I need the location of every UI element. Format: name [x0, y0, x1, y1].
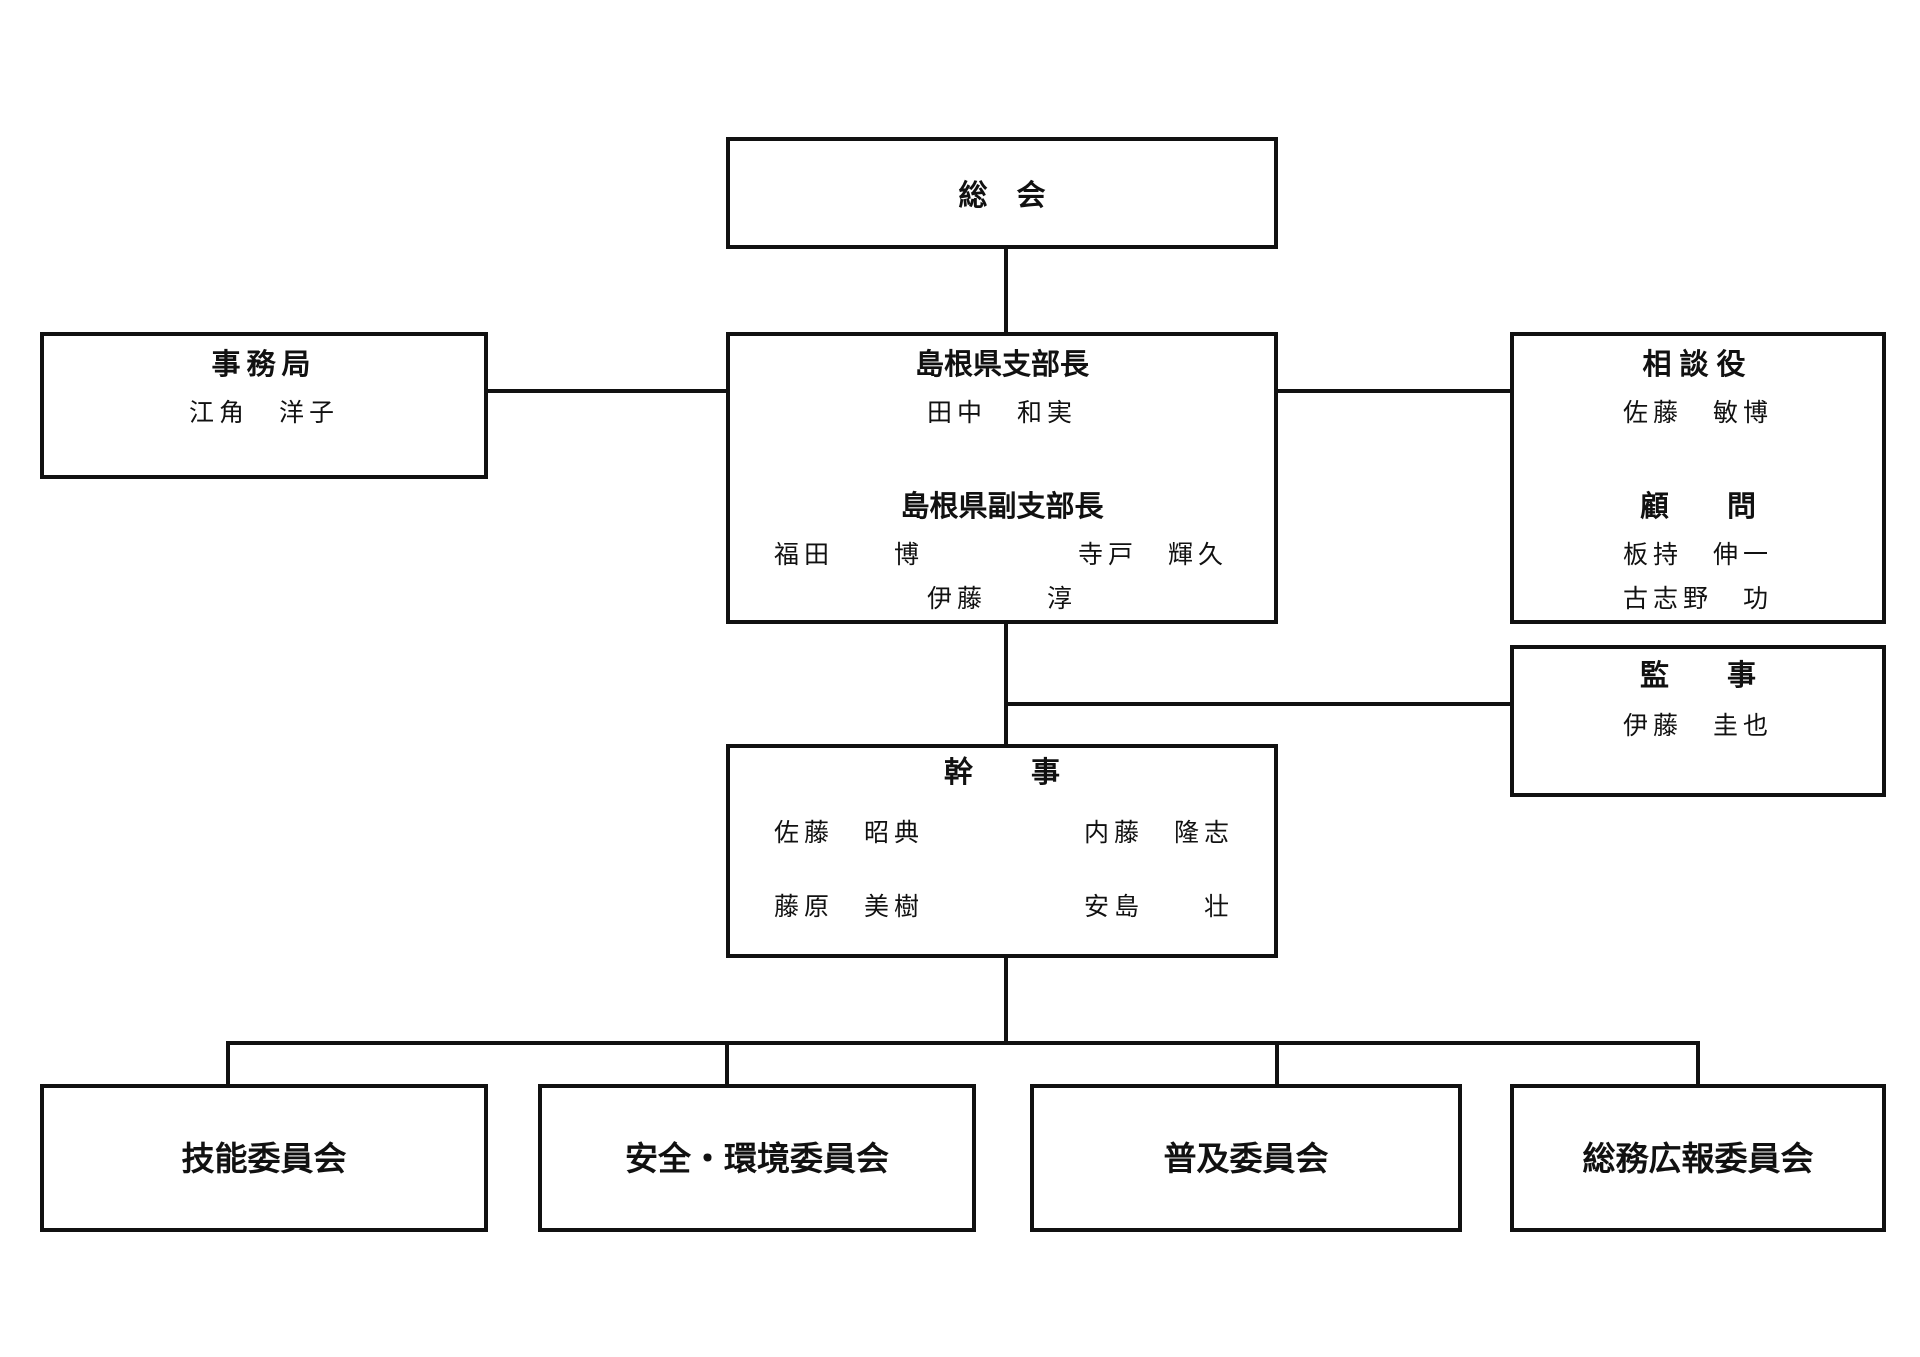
counselor-title: 相談役	[1642, 347, 1754, 381]
connector-assembly-to-chief	[1004, 248, 1008, 336]
vice-branch-chief-title: 島根県副支部長	[900, 489, 1104, 523]
committee-label-skills: 技能委員会	[181, 1139, 347, 1178]
connector-chief-to-directors	[1004, 623, 1008, 748]
connector-committee-3	[1275, 1041, 1279, 1086]
secretariat-name: 江角 洋子	[188, 398, 339, 427]
directors-box: 幹 事 佐藤 昭典 内藤 隆志 藤原 美樹 安島 壮	[726, 744, 1278, 958]
committee-box-promotion: 普及委員会	[1030, 1084, 1462, 1232]
advisor-name-2: 古志野 功	[1622, 584, 1773, 613]
directors-title: 幹 事	[943, 755, 1060, 789]
connector-committee-bus	[226, 1041, 1700, 1045]
connector-chief-to-counselor	[1276, 389, 1514, 393]
connector-directors-down	[1004, 956, 1008, 1044]
advisor-title: 顧 問	[1639, 489, 1756, 523]
connector-committee-1	[226, 1041, 230, 1086]
committee-box-skills: 技能委員会	[40, 1084, 488, 1232]
connector-committee-2	[725, 1041, 729, 1086]
vice-branch-chief-name-3: 伊藤 淳	[926, 584, 1077, 613]
committee-box-safety-environment: 安全・環境委員会	[538, 1084, 976, 1232]
committee-label-general-affairs-pr: 総務広報委員会	[1582, 1139, 1814, 1178]
counselor-box: 相談役 佐藤 敏博 顧 問 板持 伸一 古志野 功	[1510, 332, 1886, 624]
director-name-2: 内藤 隆志	[1084, 818, 1235, 847]
connector-auditor-branch	[1004, 702, 1514, 706]
committee-box-general-affairs-pr: 総務広報委員会	[1510, 1084, 1886, 1232]
connector-secretariat-to-chief	[486, 389, 730, 393]
auditor-box: 監 事 伊藤 圭也	[1510, 645, 1886, 797]
vice-branch-chief-name-1: 福田 博	[774, 540, 925, 569]
auditor-name: 伊藤 圭也	[1622, 711, 1773, 740]
secretariat-box: 事務局 江角 洋子	[40, 332, 488, 479]
committee-label-promotion: 普及委員会	[1163, 1139, 1329, 1178]
committee-label-safety-environment: 安全・環境委員会	[625, 1139, 889, 1178]
counselor-name: 佐藤 敏博	[1622, 398, 1773, 427]
connector-committee-4	[1696, 1041, 1700, 1086]
auditor-title: 監 事	[1639, 658, 1756, 692]
director-name-1: 佐藤 昭典	[774, 818, 925, 847]
secretariat-title: 事務局	[211, 347, 317, 381]
general-assembly-title: 総 会	[958, 178, 1046, 212]
vice-branch-chief-name-2: 寺戸 輝久	[1078, 540, 1229, 569]
general-assembly-box: 総 会	[726, 137, 1278, 249]
director-name-3: 藤原 美樹	[774, 892, 925, 921]
advisor-name-1: 板持 伸一	[1622, 540, 1773, 569]
branch-chief-title: 島根県支部長	[914, 347, 1089, 381]
branch-chief-name: 田中 和実	[926, 398, 1077, 427]
branch-chief-box: 島根県支部長 田中 和実 島根県副支部長 福田 博 寺戸 輝久 伊藤 淳	[726, 332, 1278, 624]
director-name-4: 安島 壮	[1084, 892, 1235, 921]
